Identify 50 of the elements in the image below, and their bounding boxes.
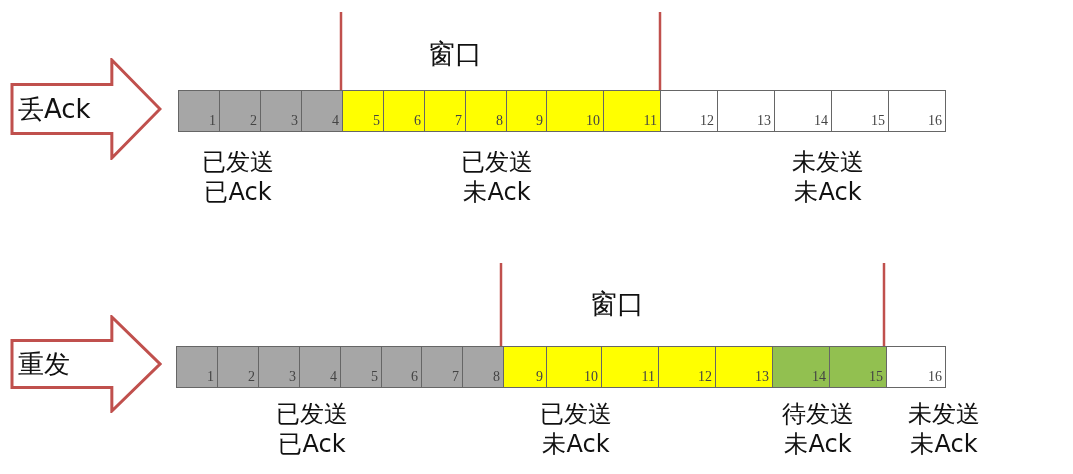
window-label: 窗口 bbox=[428, 38, 482, 70]
sequence-number-cell: 7 bbox=[421, 346, 463, 388]
sequence-number-cell: 1 bbox=[178, 90, 220, 132]
sequence-number-cell: 15 bbox=[829, 346, 887, 388]
sequence-number-cell: 14 bbox=[772, 346, 830, 388]
arrow-label: 丢Ack bbox=[18, 93, 91, 125]
sequence-number-cell: 3 bbox=[260, 90, 302, 132]
status-label: 待发送 bbox=[782, 400, 854, 428]
sequence-number-cell: 16 bbox=[888, 90, 946, 132]
status-label: 已Ack bbox=[278, 430, 346, 458]
status-label: 未Ack bbox=[463, 178, 531, 206]
sequence-number-cell: 12 bbox=[658, 346, 716, 388]
status-label: 未Ack bbox=[910, 430, 978, 458]
sequence-number-cell: 10 bbox=[546, 346, 602, 388]
sequence-number-cell: 8 bbox=[462, 346, 504, 388]
sequence-number-cell: 13 bbox=[715, 346, 773, 388]
status-label: 未Ack bbox=[542, 430, 610, 458]
sequence-number-cell: 11 bbox=[603, 90, 661, 132]
sequence-number-cell: 2 bbox=[217, 346, 259, 388]
sequence-number-cell: 5 bbox=[342, 90, 384, 132]
sequence-number-cell: 14 bbox=[774, 90, 832, 132]
sequence-number-cell: 16 bbox=[886, 346, 946, 388]
sequence-number-cell: 8 bbox=[465, 90, 507, 132]
sequence-number-cell: 9 bbox=[503, 346, 547, 388]
sequence-number-cell: 5 bbox=[340, 346, 382, 388]
status-label: 未发送 bbox=[792, 148, 864, 176]
sequence-number-cell: 3 bbox=[258, 346, 300, 388]
sequence-number-cell: 6 bbox=[381, 346, 422, 388]
window-label: 窗口 bbox=[590, 288, 644, 320]
status-label: 未发送 bbox=[908, 400, 980, 428]
sequence-number-cell: 6 bbox=[383, 90, 425, 132]
sequence-number-cell: 15 bbox=[831, 90, 889, 132]
sequence-number-cell: 1 bbox=[176, 346, 218, 388]
status-label: 未Ack bbox=[784, 430, 852, 458]
sequence-number-cell: 4 bbox=[299, 346, 341, 388]
status-label: 已发送 bbox=[540, 400, 612, 428]
sequence-number-cell: 10 bbox=[546, 90, 604, 132]
status-label: 已发送 bbox=[202, 148, 274, 176]
status-label: 未Ack bbox=[794, 178, 862, 206]
sequence-number-cell: 9 bbox=[506, 90, 547, 132]
arrow-label: 重发 bbox=[18, 348, 70, 380]
sequence-number-cell: 12 bbox=[660, 90, 718, 132]
sequence-number-cell: 11 bbox=[601, 346, 659, 388]
sequence-number-cell: 4 bbox=[301, 90, 343, 132]
sequence-number-cell: 13 bbox=[717, 90, 775, 132]
status-label: 已发送 bbox=[461, 148, 533, 176]
status-label: 已Ack bbox=[204, 178, 272, 206]
status-label: 已发送 bbox=[276, 400, 348, 428]
sequence-number-cell: 7 bbox=[424, 90, 466, 132]
sequence-number-cell: 2 bbox=[219, 90, 261, 132]
